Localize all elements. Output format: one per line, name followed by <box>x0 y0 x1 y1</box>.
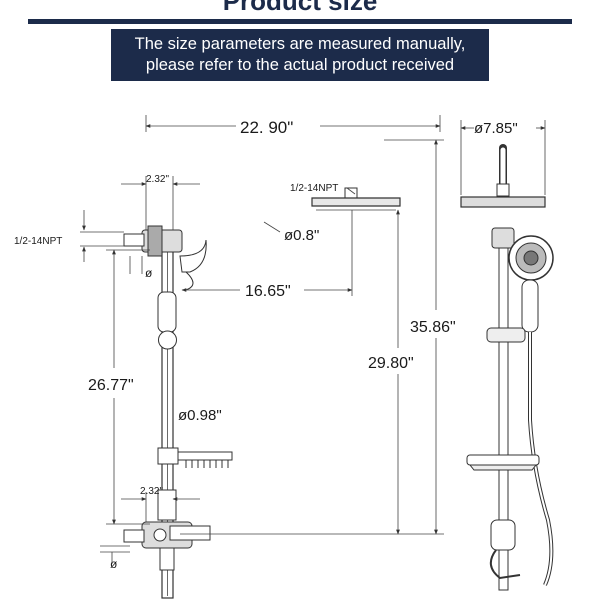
front-hand-shower <box>179 239 207 273</box>
front-shower-arm <box>172 143 353 246</box>
notice-line-1: The size parameters are measured manuall… <box>134 35 466 53</box>
side-view: ø7.85" <box>460 120 554 591</box>
dim-arm-reach: 22. 90" <box>240 118 293 137</box>
dim-arm-projection: 16.65" <box>245 283 291 300</box>
dim-arm-tube-diameter: ø0.8" <box>284 227 319 244</box>
side-soap-dish <box>466 454 540 466</box>
dim-top-offset: 2.32" <box>146 174 169 185</box>
notice-banner: The size parameters are measured manuall… <box>111 29 489 81</box>
dim-head-diameter: ø7.85" <box>474 120 518 137</box>
page-title: Product size <box>222 0 378 16</box>
side-rain-head <box>460 196 546 208</box>
dim-bar-diameter: ø0.98" <box>178 407 222 424</box>
front-view: 22. 90" 2.32" 1/2-14NPT 1/2-14NPT ø ø0.8… <box>14 115 456 599</box>
dim-total-height: 35.86" <box>410 319 456 336</box>
dim-bar-height: 26.77" <box>88 377 134 394</box>
title-underline <box>28 19 572 24</box>
front-rain-head <box>311 197 401 207</box>
dim-bottom-offset: 2.32" <box>140 486 163 497</box>
side-mixing-valve <box>490 519 516 551</box>
dim-small-diameter-bottom: ø <box>110 557 118 571</box>
dim-small-diameter-top: ø <box>145 266 153 280</box>
dim-head-thread: 1/2-14NPT <box>290 183 338 194</box>
dim-outlet-height: 29.80" <box>368 355 414 372</box>
dim-side-thread: 1/2-14NPT <box>14 236 62 247</box>
notice-line-2: please refer to the actual product recei… <box>145 56 455 74</box>
